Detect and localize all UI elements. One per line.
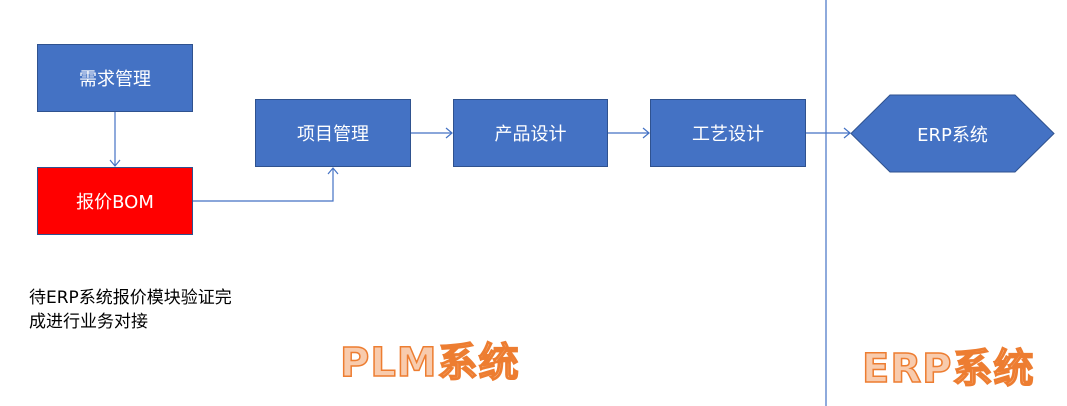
node-product-design[interactable]: 产品设计 (453, 99, 608, 167)
pending-note: 待ERP系统报价模块验证完成进行业务对接 (29, 288, 232, 332)
edge-process-to-erp (806, 127, 851, 139)
node-label: 需求管理 (79, 69, 151, 90)
node-label: 工艺设计 (692, 124, 764, 145)
node-process-design[interactable]: 工艺设计 (650, 99, 806, 167)
node-label: ERP系统 (917, 124, 988, 146)
node-demand-management[interactable]: 需求管理 (37, 44, 193, 112)
edge-project-to-product (411, 127, 453, 139)
edge-demand-to-quote (109, 112, 121, 167)
hexagon-shape (850, 94, 1055, 173)
node-label: 产品设计 (494, 124, 567, 145)
node-project-management[interactable]: 项目管理 (255, 99, 411, 167)
edge-product-to-process (608, 127, 650, 139)
node-label: 项目管理 (297, 124, 369, 145)
region-label-erp: ERP系统 (861, 345, 1035, 393)
region-label-plm: PLM系统 (339, 339, 520, 387)
node-quote-bom[interactable]: 报价BOM (37, 167, 193, 235)
node-erp-system[interactable]: ERP系统 (850, 94, 1055, 173)
edge-quote-to-project (193, 167, 339, 202)
node-label: 报价BOM (76, 192, 154, 213)
